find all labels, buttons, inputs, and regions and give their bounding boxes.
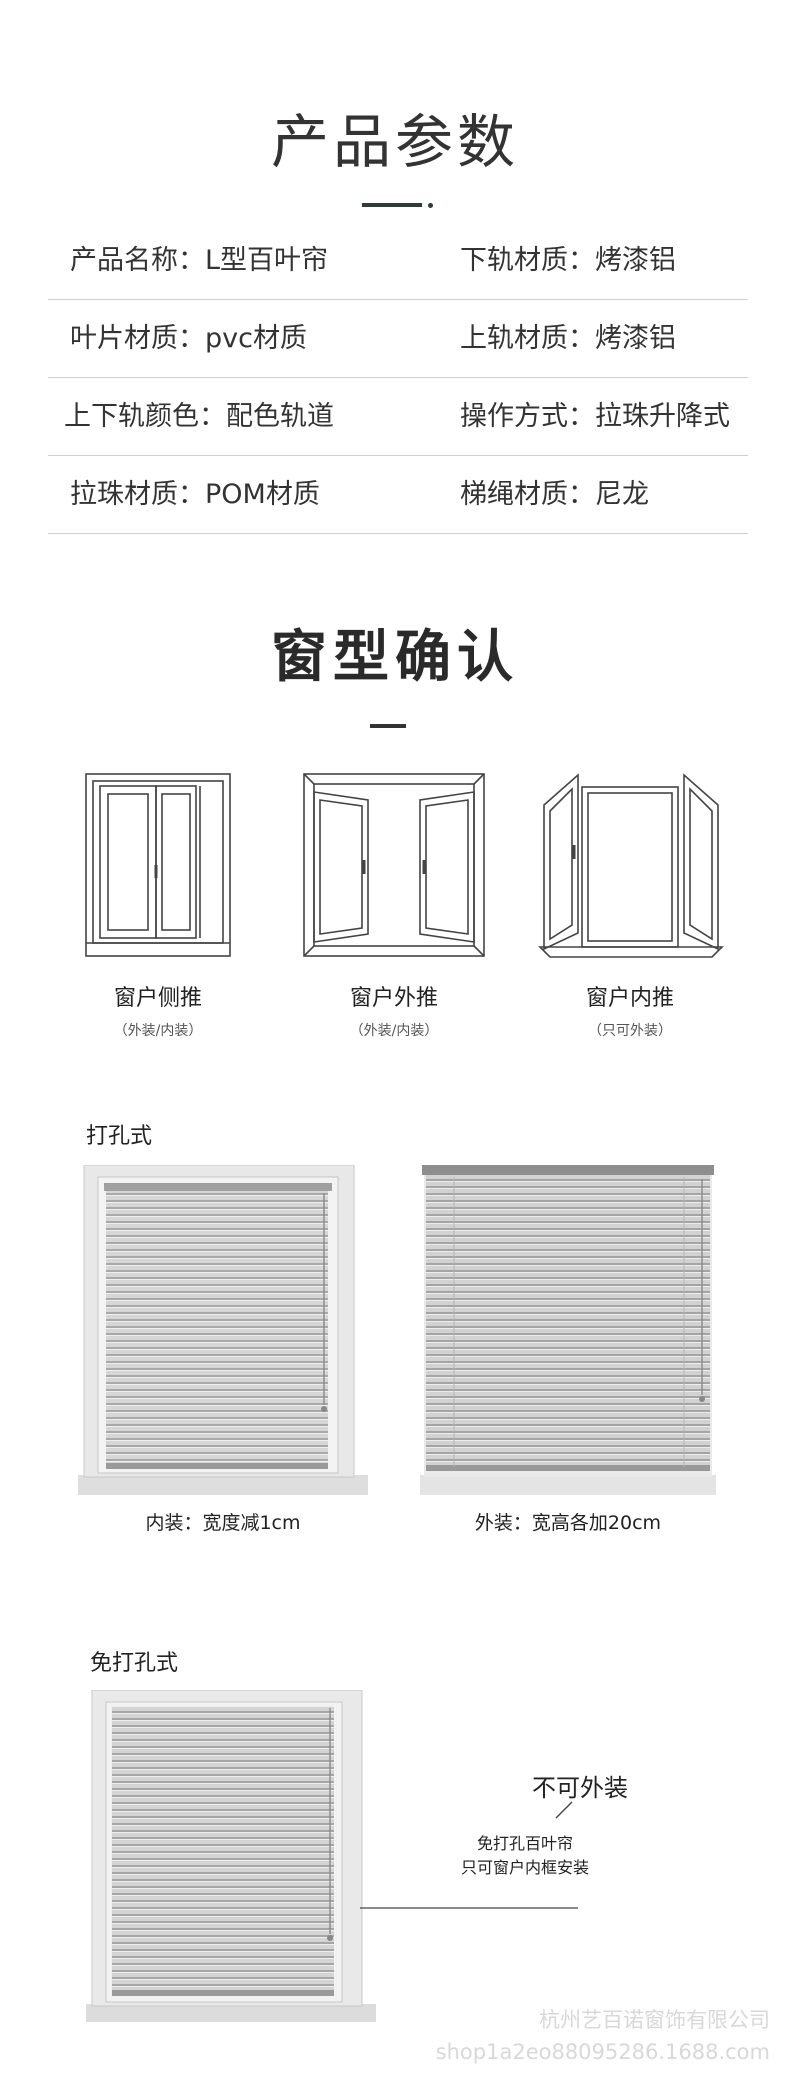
sliding-window-icon bbox=[85, 773, 231, 957]
no-drill-note-line2: 只可窗户内框安装 bbox=[460, 1858, 589, 1877]
title-underline bbox=[362, 203, 422, 207]
param-row: 拉珠材质：POM材质 梯绳材质：尼龙 bbox=[48, 456, 748, 534]
param-left: 拉珠材质：POM材质 bbox=[70, 479, 320, 510]
window-type-note: （只可外装） bbox=[588, 1023, 672, 1039]
window-type-note: （外装/内装） bbox=[349, 1023, 439, 1039]
param-right: 下轨材质：烤漆铝 bbox=[460, 245, 676, 276]
outward-casement-window-icon bbox=[303, 773, 485, 957]
window-type-sliding: 窗户侧推 （外装/内装） bbox=[58, 980, 258, 1040]
row-divider bbox=[48, 299, 748, 300]
no-drill-label: 免打孔式 bbox=[90, 1651, 179, 1676]
window-type-inward: 窗户内推 （只可外装） bbox=[530, 980, 730, 1040]
param-row: 叶片材质：pvc材质 上轨材质：烤漆铝 bbox=[48, 300, 748, 378]
param-left: 上下轨颜色：配色轨道 bbox=[64, 401, 334, 432]
outside-mount-caption: 外装：宽高各加20cm bbox=[474, 1512, 662, 1534]
no-drill-note-line1: 免打孔百叶帘 bbox=[476, 1834, 573, 1853]
no-drill-note-title: 不可外装 bbox=[532, 1774, 628, 1802]
watermark-company: 杭州艺百诺窗饰有限公司 bbox=[539, 2008, 770, 2032]
window-type-name: 窗户外推 bbox=[349, 986, 438, 1011]
row-divider bbox=[48, 533, 748, 534]
window-types-title: 窗型确认 bbox=[271, 625, 519, 690]
title-dash bbox=[370, 724, 406, 728]
inside-mount-blind-image bbox=[78, 1165, 368, 1495]
param-right: 操作方式：拉珠升降式 bbox=[460, 401, 730, 432]
row-divider bbox=[48, 455, 748, 456]
window-type-note: （外装/内装） bbox=[113, 1023, 203, 1039]
param-row: 产品名称：L型百叶帘 下轨材质：烤漆铝 bbox=[48, 222, 748, 300]
param-right: 梯绳材质：尼龙 bbox=[460, 479, 649, 510]
title-underline-dot bbox=[428, 203, 433, 208]
annotation-pointer-line bbox=[360, 1801, 578, 1909]
window-type-name: 窗户内推 bbox=[585, 986, 674, 1011]
params-title: 产品参数 bbox=[270, 108, 519, 176]
window-type-name: 窗户侧推 bbox=[113, 986, 202, 1011]
row-divider bbox=[48, 377, 748, 378]
param-right: 上轨材质：烤漆铝 bbox=[460, 323, 676, 354]
window-type-outward: 窗户外推 （外装/内装） bbox=[294, 980, 494, 1040]
param-left: 产品名称：L型百叶帘 bbox=[70, 245, 329, 276]
param-row: 上下轨颜色：配色轨道 操作方式：拉珠升降式 bbox=[48, 378, 748, 456]
outside-mount-blind-image bbox=[420, 1165, 716, 1495]
no-drill-blind-image bbox=[86, 1690, 376, 2022]
watermark-url: shop1a2eo88095286.1688.com bbox=[435, 2040, 770, 2064]
drilled-label: 打孔式 bbox=[86, 1124, 153, 1149]
param-left: 叶片材质：pvc材质 bbox=[70, 323, 307, 354]
inward-casement-window-icon bbox=[538, 773, 724, 958]
inside-mount-caption: 内装：宽度减1cm bbox=[145, 1512, 301, 1534]
